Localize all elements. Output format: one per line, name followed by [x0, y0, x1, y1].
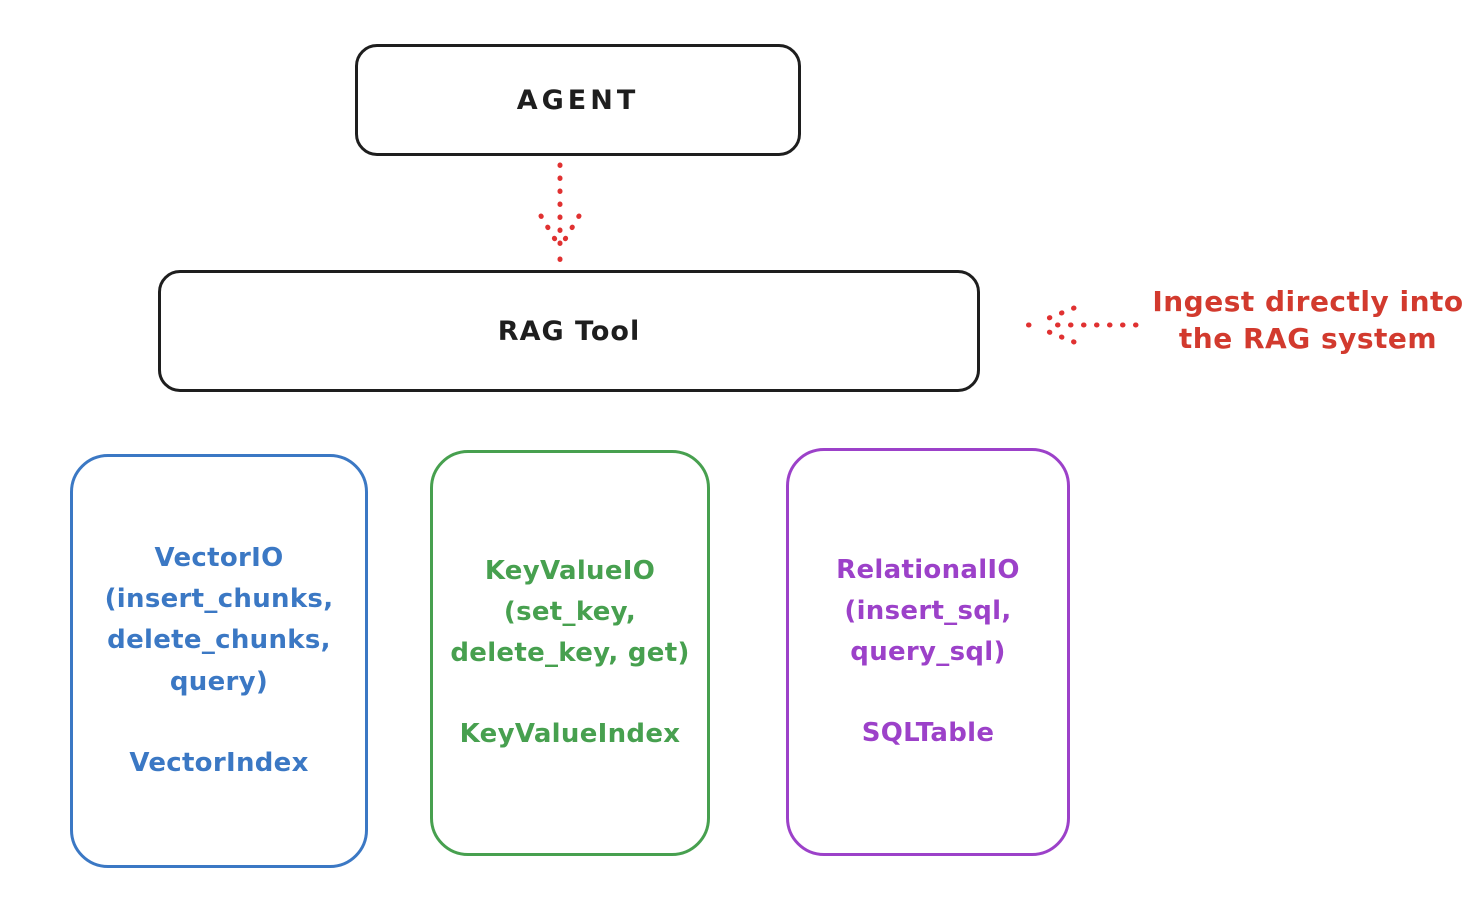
- keyvalue-index-label: KeyValueIndex: [459, 719, 681, 750]
- dotted-arrow-down-icon: [538, 162, 582, 263]
- vector-io-line: VectorIO: [154, 543, 284, 574]
- keyvalue-io-line: delete_key, get): [450, 638, 690, 668]
- sql-table-label: SQLTable: [861, 718, 995, 749]
- relational-io-box: RelationalIO (insert_sql, query_sql) SQL…: [786, 448, 1070, 856]
- ingest-annotation-line2: the RAG system: [1178, 321, 1438, 355]
- relational-io-line: RelationalIO: [836, 554, 1020, 585]
- keyvalue-io-line: (set_key,: [503, 596, 637, 627]
- vector-io-line: (insert_chunks,: [104, 584, 334, 615]
- rag-tool-box: RAG Tool: [158, 270, 980, 392]
- relational-io-line: query_sql): [850, 637, 1006, 667]
- keyvalue-io-box: KeyValueIO (set_key, delete_key, get) Ke…: [430, 450, 710, 856]
- vector-io-line: query): [169, 666, 269, 697]
- agent-box: AGENT: [355, 44, 801, 156]
- rag-tool-label: RAG Tool: [497, 315, 641, 347]
- vector-io-methods: VectorIO (insert_chunks, delete_chunks, …: [105, 538, 334, 702]
- dotted-arrow-left-icon: [1025, 305, 1139, 345]
- relational-io-methods: RelationalIO (insert_sql, query_sql): [836, 550, 1020, 673]
- ingest-annotation-line1: Ingest directly into: [1152, 285, 1464, 318]
- vector-index-label: VectorIndex: [129, 747, 309, 778]
- agent-label: AGENT: [516, 84, 640, 116]
- ingest-annotation: Ingest directly into the RAG system: [1140, 284, 1476, 358]
- vector-io-box: VectorIO (insert_chunks, delete_chunks, …: [70, 454, 368, 868]
- vector-io-line: delete_chunks,: [107, 625, 331, 656]
- keyvalue-io-methods: KeyValueIO (set_key, delete_key, get): [450, 551, 689, 674]
- keyvalue-io-line: KeyValueIO: [484, 555, 656, 586]
- relational-io-line: (insert_sql,: [844, 595, 1012, 626]
